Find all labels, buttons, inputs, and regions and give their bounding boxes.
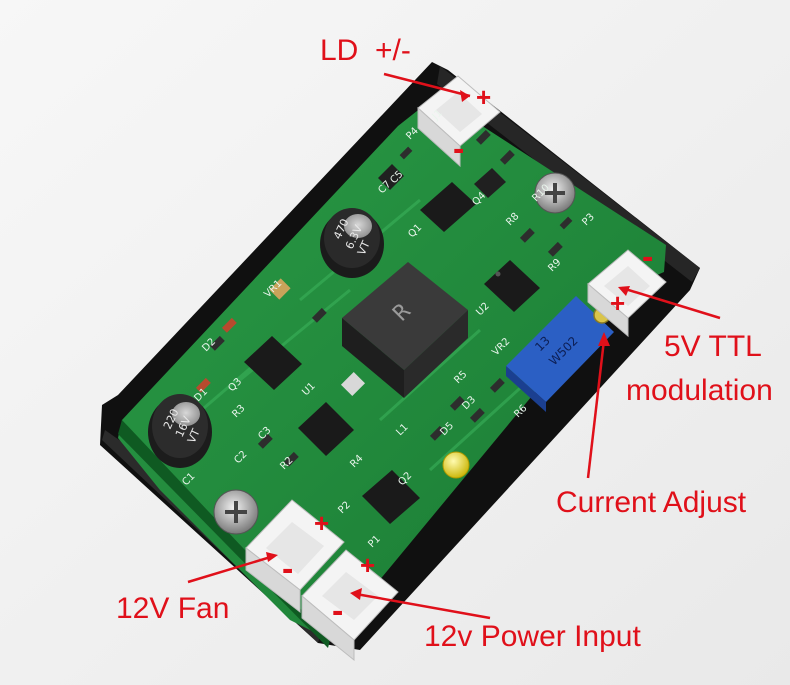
svg-text:VT: VT xyxy=(355,239,373,258)
arrow-ttl xyxy=(621,286,721,320)
smd-components xyxy=(195,129,573,467)
ttl-plus-sign: + xyxy=(610,288,626,318)
capacitor-470uf: 470 6.3V VT xyxy=(320,208,384,278)
connector-ttl-modulation xyxy=(587,249,667,338)
arrow-current xyxy=(586,339,606,479)
power-inductor: R xyxy=(342,262,468,398)
ttl-label-line1: 5V TTL xyxy=(664,330,762,363)
fan-minus-sign: - xyxy=(282,550,294,588)
mounting-screw-top xyxy=(534,172,576,214)
ttl-label-line2: modulation xyxy=(626,374,773,407)
status-led xyxy=(442,451,470,479)
ic-chips xyxy=(244,164,540,524)
arrow-power xyxy=(355,592,491,620)
connector-ld-output xyxy=(417,75,501,168)
annotation-arrows xyxy=(187,72,721,620)
power-input-label: 12v Power Input xyxy=(424,620,641,653)
power-plus-sign: + xyxy=(360,550,376,580)
connector-fan xyxy=(245,499,345,614)
ld-plus-sign: + xyxy=(476,82,492,112)
svg-text:VT: VT xyxy=(185,427,203,446)
current-adjust-label: Current Adjust xyxy=(556,486,747,519)
fan-plus-sign: + xyxy=(314,508,330,538)
mounting-screw-bottom xyxy=(213,489,259,535)
capacitor-220uf: 220 16V VT xyxy=(148,394,212,468)
arrow-fan xyxy=(187,554,275,584)
ld-minus-sign: - xyxy=(453,130,465,168)
current-adjust-potentiometer: 13 W502 xyxy=(506,296,614,412)
connector-power-input xyxy=(301,549,399,662)
ttl-minus-sign: - xyxy=(642,238,654,276)
fan-label: 12V Fan xyxy=(116,592,230,625)
ld-output-label: LD +/- xyxy=(320,34,411,67)
power-minus-sign: - xyxy=(332,592,344,630)
arrow-ld xyxy=(383,72,471,98)
